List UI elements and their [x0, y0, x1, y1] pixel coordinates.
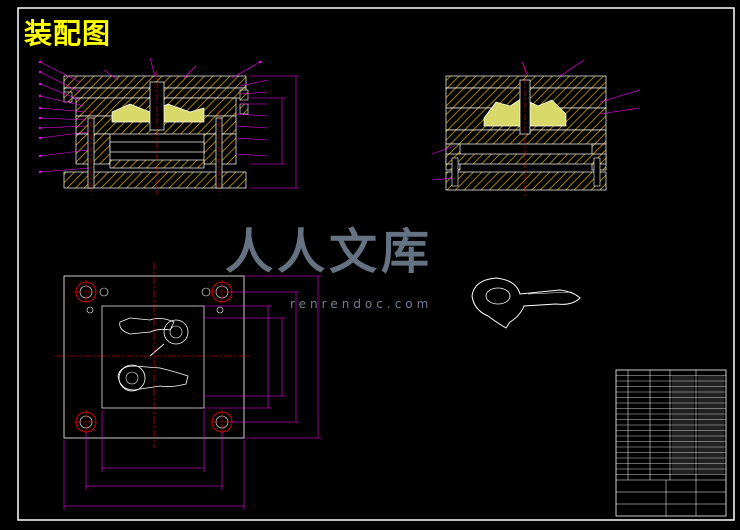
side-view-leaders: [431, 59, 641, 181]
watermark-url: renrendoc.com: [290, 297, 433, 311]
part-isometric-view: [471, 277, 581, 329]
drawing-frame: [17, 7, 735, 521]
plan-view-dimensions: [63, 275, 322, 510]
plan-view-centerlines: [56, 262, 252, 448]
front-view-dimensions: [250, 75, 300, 189]
front-section-view: [63, 70, 249, 195]
front-view-leaders: [39, 57, 269, 173]
watermark-logo-text: 人人文库: [225, 224, 434, 280]
drawing-title: 装配图: [24, 17, 112, 50]
bill-of-materials-table: [615, 369, 727, 517]
side-section-view: [445, 66, 607, 196]
front-view-balloons: [38, 60, 262, 174]
